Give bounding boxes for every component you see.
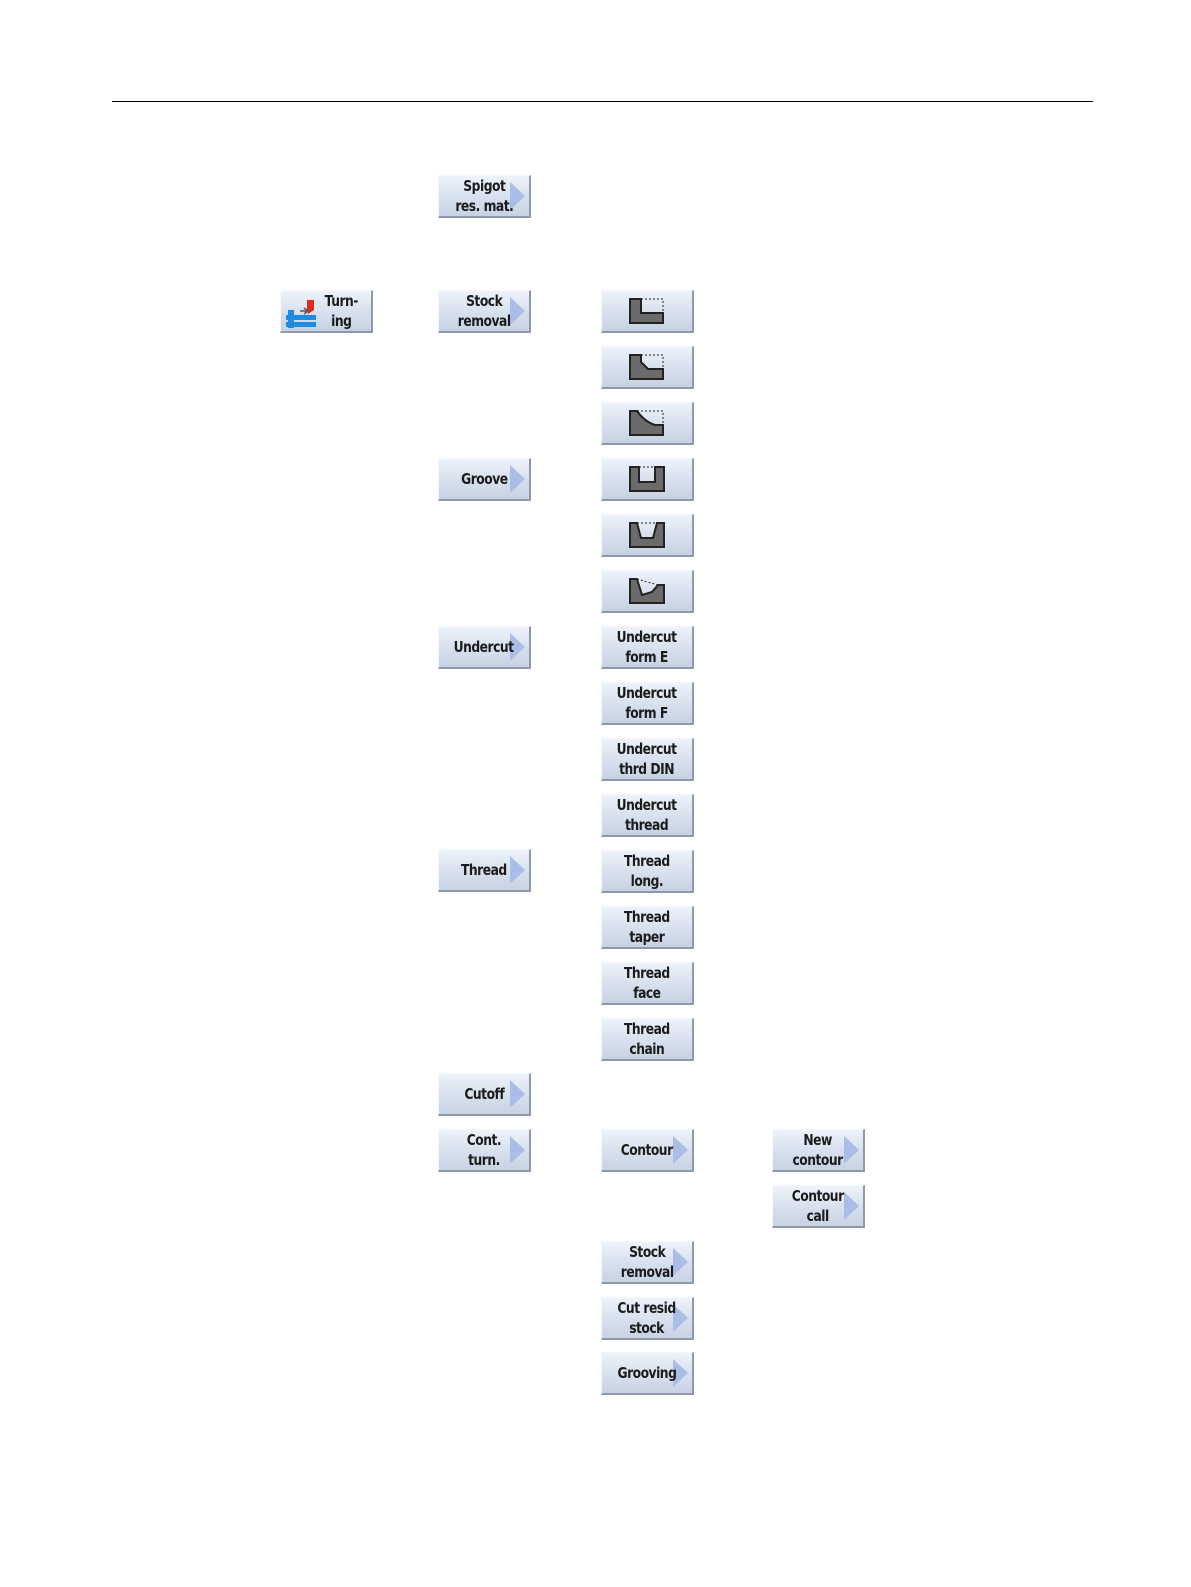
softkey-label: Grooving xyxy=(618,1363,677,1383)
groove-straight-icon xyxy=(627,464,667,494)
arrow-right-icon xyxy=(510,856,525,884)
contour-call-softkey[interactable]: Contour call xyxy=(772,1185,865,1228)
softkey-label: Spigot res. mat. xyxy=(455,176,513,216)
cont-turn-softkey[interactable]: Cont. turn. xyxy=(438,1129,531,1172)
softkey-label: Thread taper xyxy=(624,907,670,947)
thread-softkey[interactable]: Thread xyxy=(438,849,531,892)
grooving-softkey[interactable]: Grooving xyxy=(601,1352,694,1395)
undercut-thrd-din-softkey[interactable]: Undercut thrd DIN xyxy=(601,738,694,781)
header-rule xyxy=(112,101,1093,102)
softkey-label: Cut resid stock xyxy=(618,1298,676,1338)
groove-chamfer-icon xyxy=(627,520,667,550)
thread-face-softkey[interactable]: Thread face xyxy=(601,962,694,1005)
softkey-label: Thread long. xyxy=(624,851,670,891)
softkey-label: Undercut thrd DIN xyxy=(617,739,677,779)
contour-softkey[interactable]: Contour xyxy=(601,1129,694,1172)
softkey-label: Cont. turn. xyxy=(467,1130,501,1170)
softkey-label: Contour call xyxy=(792,1186,844,1226)
softkey-label: Thread chain xyxy=(624,1019,670,1059)
undercut-softkey[interactable]: Undercut xyxy=(438,626,531,669)
softkey-label: Stock removal xyxy=(621,1242,674,1282)
softkey-label: Stock removal xyxy=(458,291,511,331)
stock-removal-straight-icon xyxy=(627,296,667,326)
softkey-label: Contour xyxy=(621,1140,673,1160)
softkey-label: New contour xyxy=(793,1130,843,1170)
groove-oblique-softkey[interactable] xyxy=(601,570,694,613)
stock-removal-straight-softkey[interactable] xyxy=(601,290,694,333)
arrow-right-icon xyxy=(510,1136,525,1164)
thread-taper-softkey[interactable]: Thread taper xyxy=(601,906,694,949)
turning-icon xyxy=(286,298,318,328)
turning-softkey[interactable]: Turn- ing xyxy=(280,290,373,333)
arrow-right-icon xyxy=(510,297,525,325)
turning-label: Turn- ing xyxy=(324,291,357,331)
softkey-label: Cutoff xyxy=(464,1084,504,1104)
stock-removal-radius-softkey[interactable] xyxy=(601,402,694,445)
cutoff-softkey[interactable]: Cutoff xyxy=(438,1073,531,1116)
softkey-label: Undercut xyxy=(454,637,514,657)
undercut-form-f-softkey[interactable]: Undercut form F xyxy=(601,682,694,725)
groove-oblique-icon xyxy=(627,576,667,606)
softkey-label: Thread face xyxy=(624,963,670,1003)
arrow-right-icon xyxy=(510,465,525,493)
thread-chain-softkey[interactable]: Thread chain xyxy=(601,1018,694,1061)
cut-resid-stock-softkey[interactable]: Cut resid stock xyxy=(601,1297,694,1340)
undercut-thread-softkey[interactable]: Undercut thread xyxy=(601,794,694,837)
contour-stock-removal-softkey[interactable]: Stock removal xyxy=(601,1241,694,1284)
stock-removal-chamfer-softkey[interactable] xyxy=(601,346,694,389)
softkey-label: Undercut form F xyxy=(617,683,677,723)
stock-removal-radius-icon xyxy=(627,408,667,438)
stock-removal-chamfer-icon xyxy=(627,352,667,382)
thread-long-softkey[interactable]: Thread long. xyxy=(601,850,694,893)
arrow-right-icon xyxy=(673,1136,688,1164)
arrow-right-icon xyxy=(673,1248,688,1276)
groove-softkey[interactable]: Groove xyxy=(438,458,531,501)
softkey-label: Undercut thread xyxy=(617,795,677,835)
arrow-right-icon xyxy=(844,1192,859,1220)
groove-straight-softkey[interactable] xyxy=(601,458,694,501)
stock-removal-softkey[interactable]: Stock removal xyxy=(438,290,531,333)
new-contour-softkey[interactable]: New contour xyxy=(772,1129,865,1172)
arrow-right-icon xyxy=(510,1080,525,1108)
groove-chamfer-softkey[interactable] xyxy=(601,514,694,557)
softkey-label: Groove xyxy=(461,469,507,489)
arrow-right-icon xyxy=(844,1136,859,1164)
softkey-label: Undercut form E xyxy=(617,627,677,667)
softkey-label: Thread xyxy=(461,860,507,880)
spigot-res-mat-softkey[interactable]: Spigot res. mat. xyxy=(438,175,531,218)
undercut-form-e-softkey[interactable]: Undercut form E xyxy=(601,626,694,669)
